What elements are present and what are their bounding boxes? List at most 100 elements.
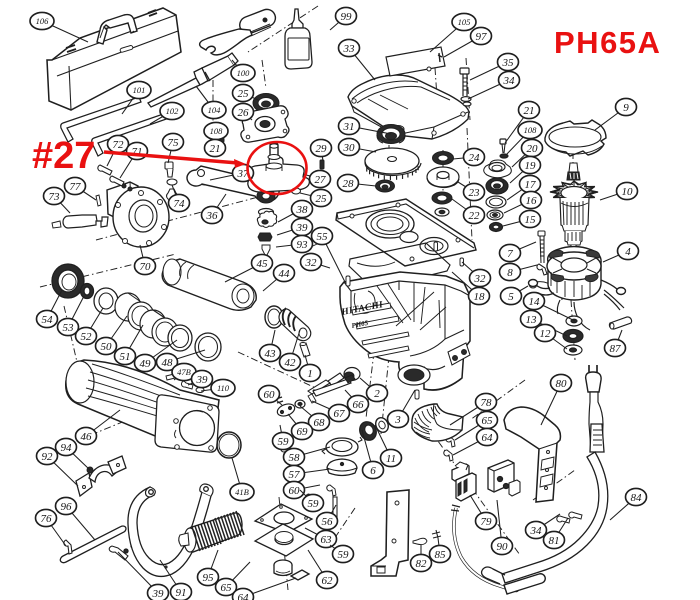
svg-text:64: 64 bbox=[238, 592, 250, 600]
svg-text:92: 92 bbox=[42, 451, 54, 463]
svg-text:29: 29 bbox=[316, 143, 328, 155]
svg-text:43: 43 bbox=[265, 348, 277, 360]
svg-text:8: 8 bbox=[507, 267, 513, 279]
svg-text:49: 49 bbox=[140, 358, 152, 370]
svg-text:65: 65 bbox=[482, 415, 494, 427]
svg-text:28: 28 bbox=[343, 178, 355, 190]
svg-text:19: 19 bbox=[525, 160, 537, 172]
svg-text:21: 21 bbox=[524, 105, 535, 117]
svg-text:39: 39 bbox=[296, 222, 309, 234]
svg-text:74: 74 bbox=[174, 198, 186, 210]
svg-text:102: 102 bbox=[166, 106, 180, 116]
svg-text:68: 68 bbox=[314, 417, 326, 429]
svg-text:53: 53 bbox=[63, 322, 75, 334]
svg-text:78: 78 bbox=[481, 397, 493, 409]
svg-text:72: 72 bbox=[113, 139, 125, 151]
svg-text:25: 25 bbox=[316, 193, 328, 205]
svg-text:82: 82 bbox=[416, 558, 428, 570]
svg-text:31: 31 bbox=[343, 121, 355, 133]
svg-text:93: 93 bbox=[297, 239, 309, 251]
svg-text:108: 108 bbox=[524, 125, 538, 135]
svg-text:97: 97 bbox=[476, 31, 488, 43]
svg-text:12: 12 bbox=[540, 328, 552, 340]
svg-text:3: 3 bbox=[394, 414, 401, 426]
svg-text:13: 13 bbox=[526, 314, 538, 326]
svg-text:95: 95 bbox=[203, 572, 215, 584]
svg-text:PH65A: PH65A bbox=[554, 25, 661, 60]
svg-text:18: 18 bbox=[474, 291, 486, 303]
svg-text:62: 62 bbox=[322, 575, 334, 587]
svg-text:9: 9 bbox=[623, 102, 629, 114]
svg-text:45: 45 bbox=[257, 258, 269, 270]
svg-text:57: 57 bbox=[289, 469, 301, 481]
svg-text:65: 65 bbox=[221, 582, 233, 594]
svg-text:99: 99 bbox=[341, 11, 353, 23]
svg-text:90: 90 bbox=[497, 541, 509, 553]
svg-text:#27: #27 bbox=[32, 135, 95, 177]
svg-text:5: 5 bbox=[508, 291, 514, 303]
svg-text:96: 96 bbox=[61, 501, 73, 513]
svg-text:32: 32 bbox=[305, 257, 318, 269]
svg-text:25: 25 bbox=[238, 88, 250, 100]
svg-text:51: 51 bbox=[120, 351, 131, 363]
svg-text:55: 55 bbox=[317, 231, 329, 243]
svg-text:17: 17 bbox=[525, 179, 537, 191]
svg-text:2: 2 bbox=[374, 388, 380, 400]
svg-text:24: 24 bbox=[469, 152, 481, 164]
svg-text:36: 36 bbox=[206, 210, 219, 222]
svg-text:69: 69 bbox=[297, 426, 309, 438]
svg-text:73: 73 bbox=[49, 191, 61, 203]
svg-text:75: 75 bbox=[168, 137, 180, 149]
svg-text:70: 70 bbox=[140, 261, 152, 273]
svg-text:39: 39 bbox=[152, 588, 165, 600]
svg-text:37: 37 bbox=[237, 168, 250, 180]
svg-text:14: 14 bbox=[529, 296, 541, 308]
svg-text:42: 42 bbox=[285, 357, 297, 369]
svg-text:79: 79 bbox=[481, 516, 493, 528]
svg-text:15: 15 bbox=[525, 214, 537, 226]
svg-text:35: 35 bbox=[502, 57, 515, 69]
svg-text:34: 34 bbox=[503, 75, 516, 87]
svg-text:46: 46 bbox=[81, 431, 93, 443]
svg-text:22: 22 bbox=[469, 210, 481, 222]
svg-text:PH65: PH65 bbox=[351, 319, 369, 330]
svg-text:41B: 41B bbox=[235, 487, 249, 497]
svg-text:32: 32 bbox=[474, 273, 487, 285]
svg-text:59: 59 bbox=[308, 498, 320, 510]
svg-text:60: 60 bbox=[289, 485, 301, 497]
svg-text:33: 33 bbox=[343, 43, 356, 55]
svg-text:77: 77 bbox=[70, 181, 82, 193]
svg-text:80: 80 bbox=[556, 378, 568, 390]
svg-text:10: 10 bbox=[622, 186, 634, 198]
svg-text:106: 106 bbox=[36, 16, 50, 26]
svg-text:11: 11 bbox=[386, 453, 396, 465]
svg-text:34: 34 bbox=[530, 525, 543, 537]
svg-text:91: 91 bbox=[176, 587, 187, 599]
svg-text:59: 59 bbox=[278, 436, 290, 448]
svg-text:94: 94 bbox=[61, 442, 73, 454]
svg-text:7: 7 bbox=[507, 248, 513, 260]
svg-text:27: 27 bbox=[315, 174, 327, 186]
svg-text:66: 66 bbox=[353, 399, 365, 411]
svg-text:100: 100 bbox=[237, 68, 251, 78]
svg-text:38: 38 bbox=[296, 204, 309, 216]
svg-text:76: 76 bbox=[41, 513, 53, 525]
svg-text:30: 30 bbox=[343, 142, 356, 154]
svg-text:87: 87 bbox=[610, 343, 622, 355]
svg-text:50: 50 bbox=[101, 341, 113, 353]
svg-text:101: 101 bbox=[133, 85, 146, 95]
svg-text:56: 56 bbox=[322, 516, 334, 528]
svg-text:63: 63 bbox=[321, 534, 333, 546]
svg-text:108: 108 bbox=[210, 126, 224, 136]
svg-text:64: 64 bbox=[482, 432, 494, 444]
svg-text:67: 67 bbox=[334, 408, 346, 420]
svg-text:39: 39 bbox=[196, 374, 209, 386]
svg-text:81: 81 bbox=[549, 535, 560, 547]
svg-text:1: 1 bbox=[307, 368, 313, 380]
svg-text:21: 21 bbox=[210, 143, 221, 155]
svg-text:4: 4 bbox=[625, 246, 631, 258]
svg-text:44: 44 bbox=[279, 268, 291, 280]
svg-text:20: 20 bbox=[527, 143, 539, 155]
svg-text:60: 60 bbox=[264, 389, 276, 401]
svg-text:58: 58 bbox=[289, 452, 301, 464]
